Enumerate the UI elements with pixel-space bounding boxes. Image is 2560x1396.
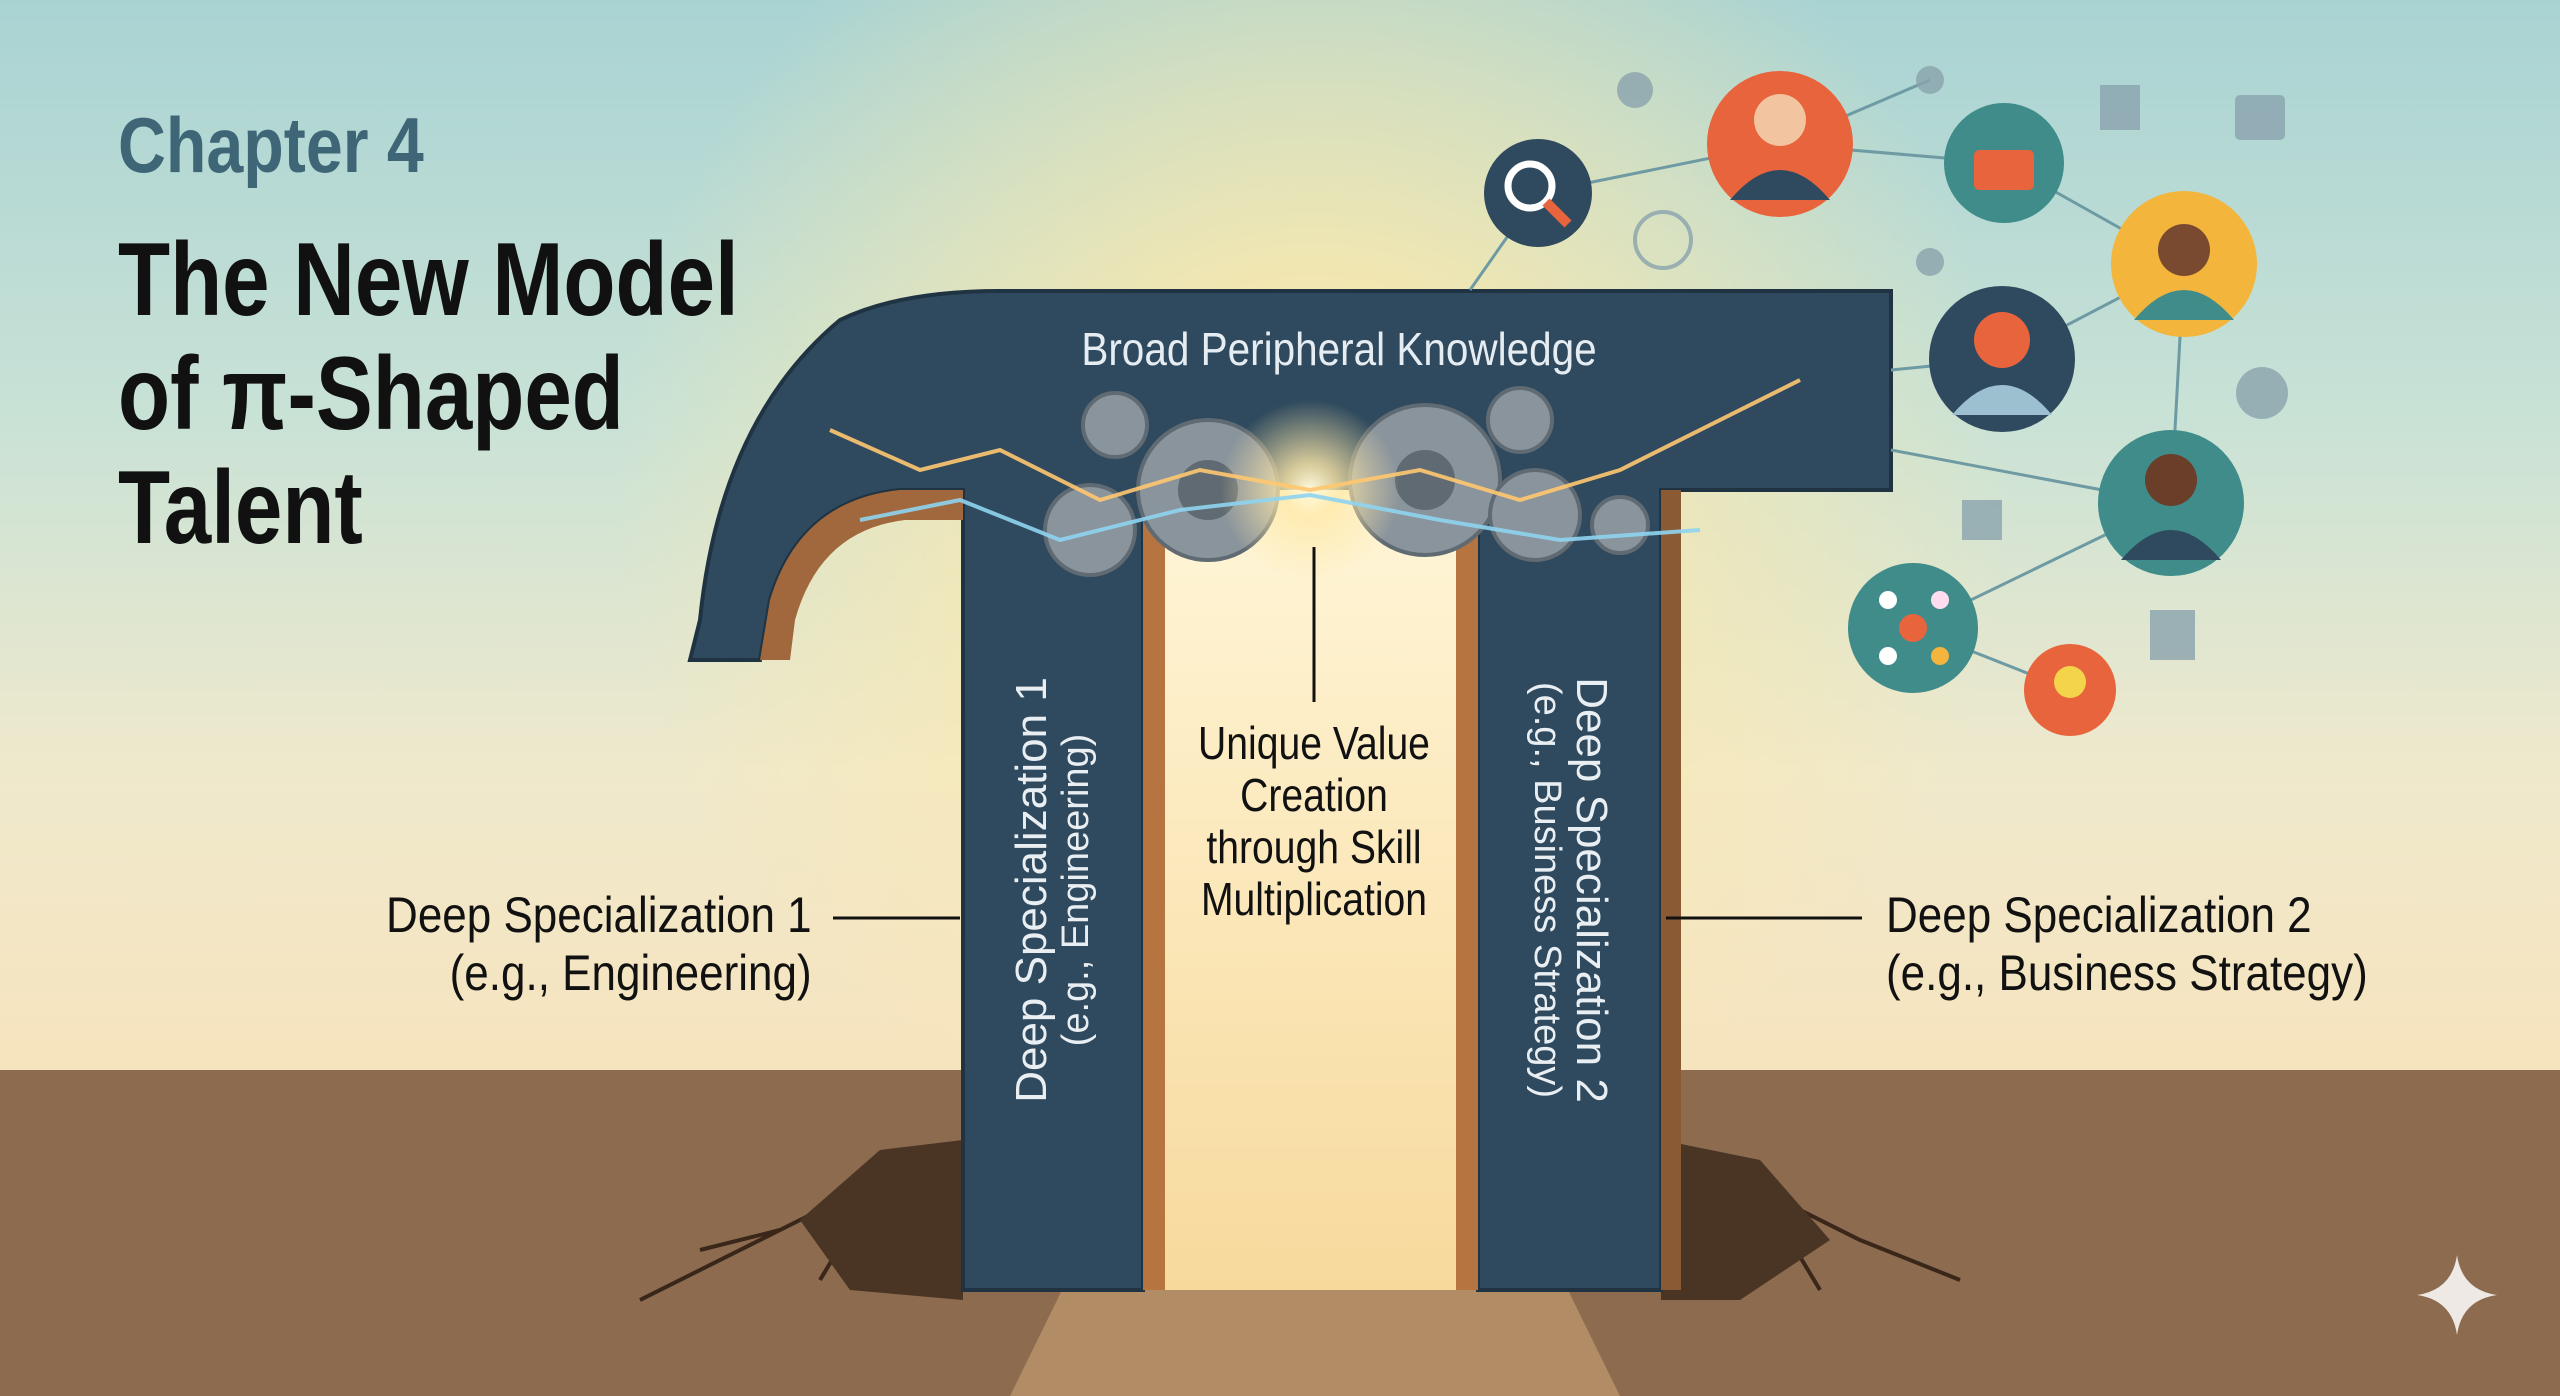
pi-symbol: [687, 289, 1893, 1292]
right-leg-line-2: (e.g., Business Strategy): [1525, 681, 1568, 1099]
network-node-icon: [1916, 66, 1944, 94]
network-icons: [1484, 66, 2288, 736]
center-text-line-2: Creation: [1240, 769, 1388, 821]
crack-left: [800, 1140, 963, 1300]
man-glasses-icon: [2098, 430, 2244, 576]
left-leg-line-1: Deep Specialization 1: [1006, 677, 1056, 1103]
lightbulb-icon: [2024, 644, 2116, 736]
top-bar-label: Broad Peripheral Knowledge: [1081, 323, 1597, 375]
title-line-2: of π-Shaped: [118, 336, 624, 452]
right-label-line-2: (e.g., Business Strategy): [1886, 945, 2368, 1001]
right-leg-label: Deep Specialization 2 (e.g., Business St…: [1525, 677, 1617, 1103]
left-leg-label: Deep Specialization 1 (e.g., Engineering…: [1006, 677, 1098, 1103]
left-label: Deep Specialization 1 (e.g., Engineering…: [386, 886, 812, 1002]
molecule-icon: [1848, 563, 1978, 693]
title-line-1: The New Model: [118, 222, 739, 338]
sparkle-icon: [2417, 1255, 2497, 1335]
globe-icon: [1633, 210, 1693, 270]
center-text-line-4: Multiplication: [1200, 873, 1428, 925]
businessman-icon: [1707, 71, 1853, 217]
user-icon: [1617, 72, 1653, 108]
right-leg-line-1: Deep Specialization 2: [1567, 677, 1617, 1103]
lightning: [829, 378, 1801, 543]
woman-icon: [1929, 286, 2075, 432]
gears-small-icon: [1916, 248, 1944, 276]
left-leg-line-2: (e.g., Engineering): [1055, 733, 1098, 1047]
center-text-line-1: Unique Value: [1198, 717, 1430, 769]
businesswoman-icon: [2111, 191, 2257, 337]
calendar-icon: [2235, 95, 2285, 140]
crack-right: [1661, 1140, 1830, 1300]
left-label-line-2: (e.g., Engineering): [450, 945, 812, 1001]
connector-lines: [833, 547, 1862, 920]
chapter-label: Chapter 4: [118, 101, 424, 189]
org-chart-icon: [1962, 500, 2002, 540]
briefcase-icon: [1944, 103, 2064, 223]
growth-chart-icon: [2150, 610, 2195, 660]
right-label-line-1: Deep Specialization 2: [1886, 887, 2312, 943]
right-label: Deep Specialization 2 (e.g., Business St…: [1886, 886, 2368, 1002]
magnifier-icon: [1484, 139, 1592, 247]
title-line-3: Talent: [118, 450, 363, 566]
center-text-line-3: through Skill: [1206, 821, 1422, 873]
bar-chart-icon: [2100, 85, 2140, 130]
left-label-line-1: Deep Specialization 1: [386, 887, 812, 943]
gear-icon: [2236, 367, 2288, 419]
